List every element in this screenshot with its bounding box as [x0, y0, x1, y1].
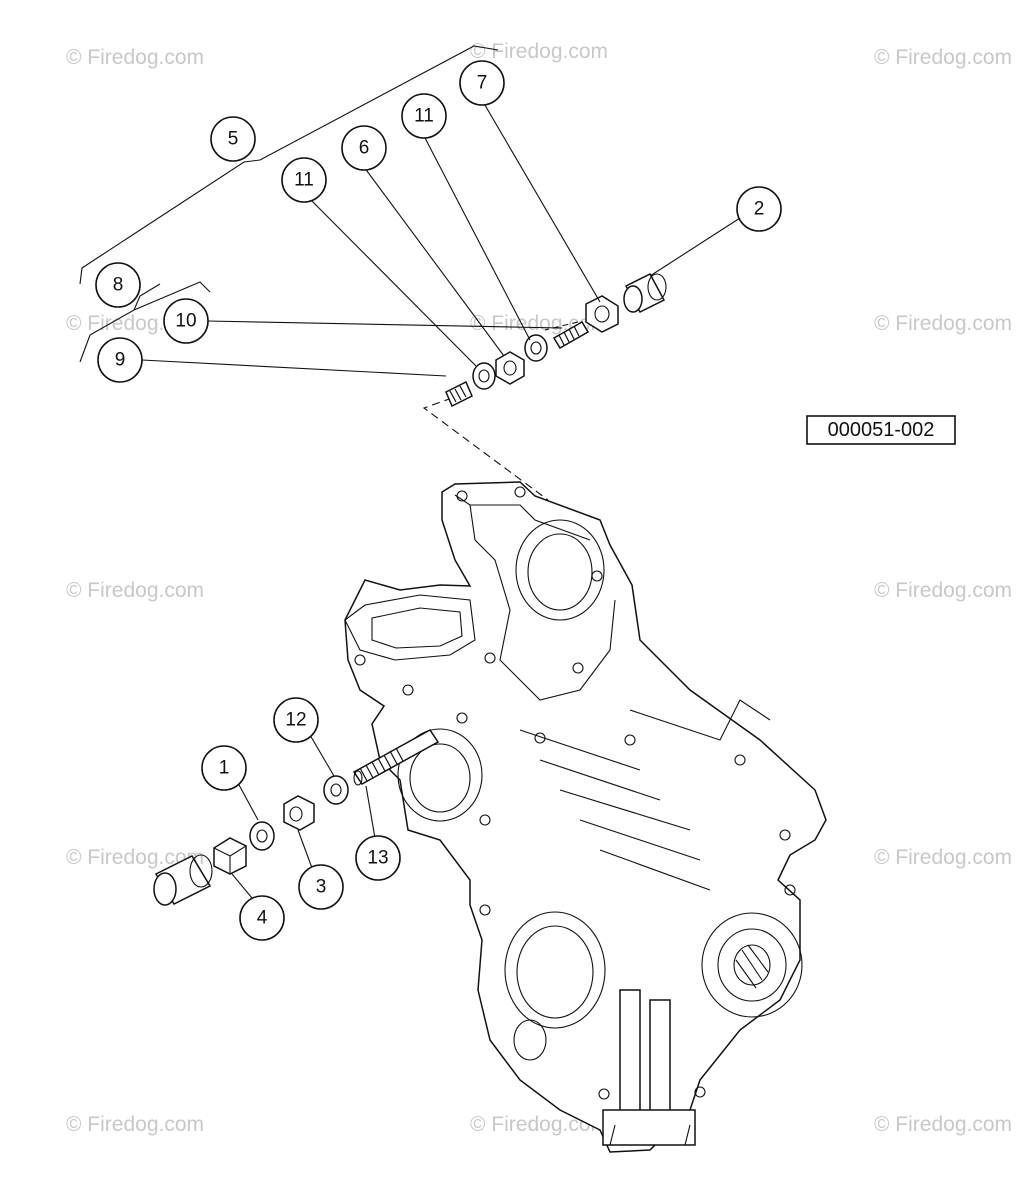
callout-12: 12	[273, 697, 319, 743]
gear-case-cover	[344, 481, 827, 1153]
svg-text:11: 11	[414, 106, 434, 127]
leader-lines	[141, 99, 741, 899]
nut-part-6	[495, 351, 525, 385]
washer-part-1	[249, 821, 275, 851]
callout-4: 4	[239, 895, 285, 941]
nut-part-4	[213, 837, 247, 875]
reference-number-box: 000051-002	[806, 415, 956, 445]
watermark-layer: © Firedog.com © Firedog.com © Firedog.co…	[66, 40, 1012, 1136]
assembly-dashed-line	[422, 397, 549, 501]
svg-text:13: 13	[367, 848, 388, 869]
watermark: © Firedog.com	[66, 46, 204, 69]
cap-part-2	[623, 273, 667, 313]
svg-text:11: 11	[294, 170, 314, 191]
watermark: © Firedog.com	[66, 1113, 204, 1136]
svg-text:4: 4	[257, 908, 268, 929]
svg-text:9: 9	[115, 350, 126, 371]
washer-part-11b	[524, 334, 548, 362]
svg-text:1: 1	[219, 758, 230, 779]
callout-11-lower: 11	[281, 157, 327, 203]
callout-2: 2	[736, 186, 782, 232]
svg-text:6: 6	[359, 138, 370, 159]
svg-text:8: 8	[113, 275, 124, 296]
svg-text:3: 3	[316, 877, 327, 898]
svg-text:12: 12	[285, 710, 306, 731]
watermark: © Firedog.com	[874, 46, 1012, 69]
washer-part-11	[472, 362, 496, 390]
watermark: © Firedog.com	[874, 846, 1012, 869]
nut-part-3	[283, 795, 315, 831]
bracket-lines	[79, 45, 499, 363]
reference-number: 000051-002	[828, 419, 935, 441]
stud-part-10	[552, 320, 590, 350]
svg-text:7: 7	[477, 73, 488, 94]
spring-part-9	[445, 380, 473, 408]
washer-part-12	[323, 775, 349, 805]
watermark: © Firedog.com	[874, 579, 1012, 602]
cap-part-4	[153, 854, 213, 906]
watermark: © Firedog.com	[66, 579, 204, 602]
upper-hardware-stack	[445, 273, 667, 408]
watermark: © Firedog.com	[874, 312, 1012, 335]
watermark: © Firedog.com	[470, 40, 608, 63]
nut-part-7	[585, 295, 619, 333]
assembly-dashed-line-2	[544, 321, 579, 331]
svg-text:5: 5	[228, 129, 239, 150]
callout-13: 13	[355, 835, 401, 881]
stud-part-13	[352, 729, 440, 786]
callout-3: 3	[298, 864, 344, 910]
callout-7: 7	[459, 60, 505, 106]
callout-9: 9	[97, 337, 143, 383]
lower-hardware-stack	[153, 729, 440, 906]
callout-8: 8	[95, 262, 141, 308]
svg-text:2: 2	[754, 199, 765, 220]
svg-text:10: 10	[175, 311, 196, 332]
callout-1: 1	[201, 745, 247, 791]
callout-6: 6	[341, 125, 387, 171]
watermark: © Firedog.com	[470, 1113, 608, 1136]
callout-11-upper: 11	[401, 93, 447, 139]
watermark: © Firedog.com	[874, 1113, 1012, 1136]
callout-10: 10	[163, 298, 209, 344]
watermark: © Firedog.com	[66, 846, 204, 869]
callout-5: 5	[210, 116, 256, 162]
